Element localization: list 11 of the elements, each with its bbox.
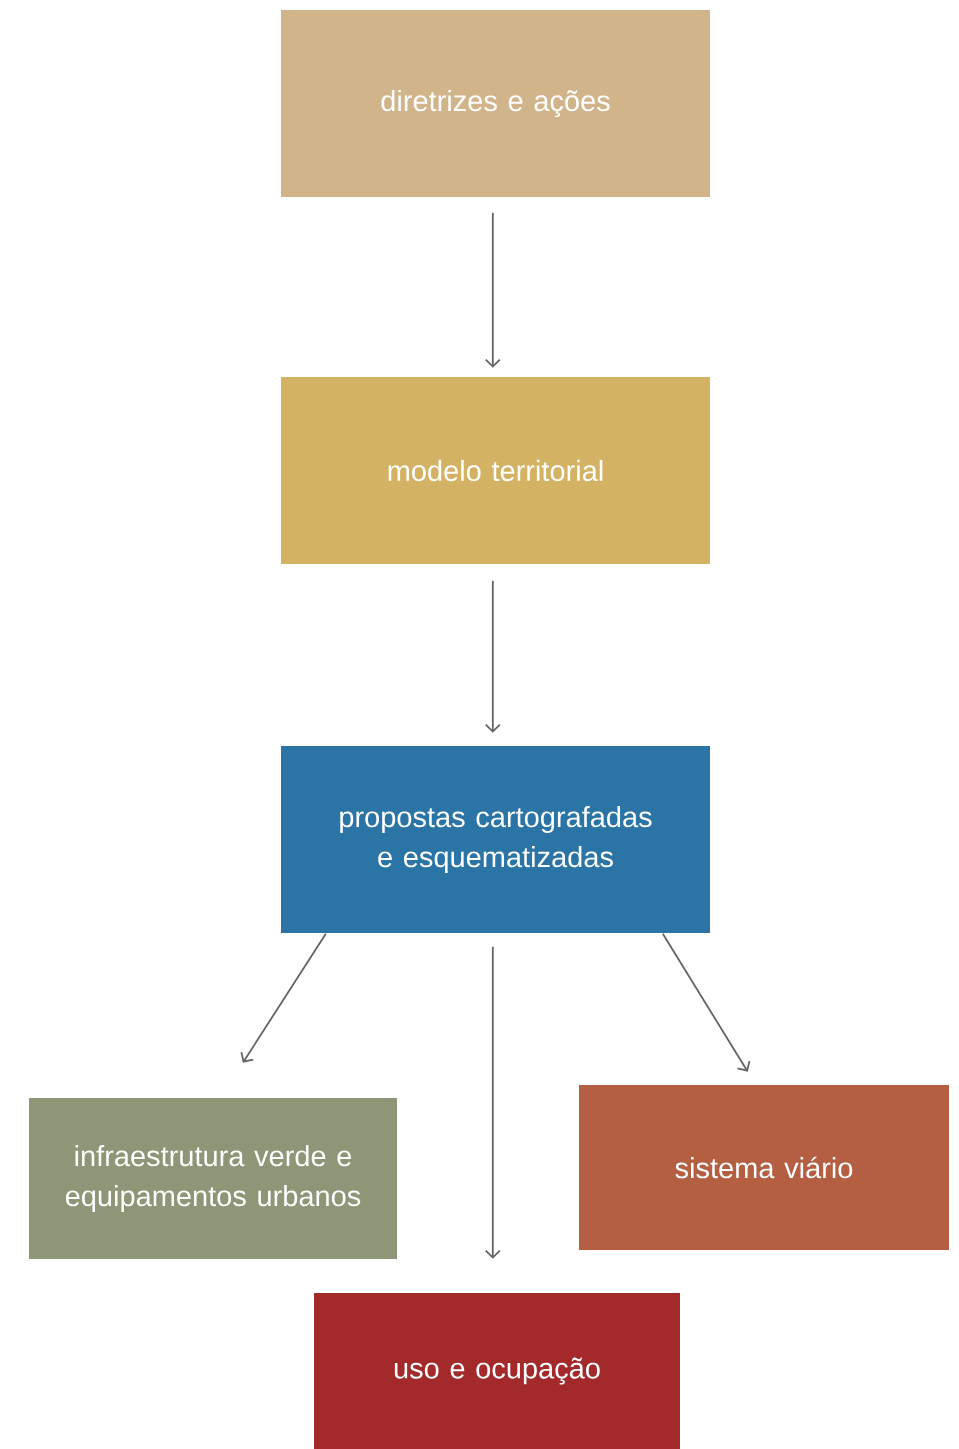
process-box: infraestrutura verde e equipamentos urbanos	[29, 1098, 397, 1259]
process-box: diretrizes e ações	[281, 10, 710, 197]
process-box: sistema viário	[579, 1085, 949, 1250]
arrow	[240, 932, 327, 1063]
process-box: uso e ocupação	[314, 1293, 680, 1449]
arrow	[484, 211, 501, 368]
arrow	[484, 945, 501, 1259]
arrow	[661, 932, 751, 1072]
process-box: propostas cartografadas e esquematizadas	[281, 746, 710, 933]
arrow	[484, 579, 501, 733]
process-box: modelo territorial	[281, 377, 710, 564]
